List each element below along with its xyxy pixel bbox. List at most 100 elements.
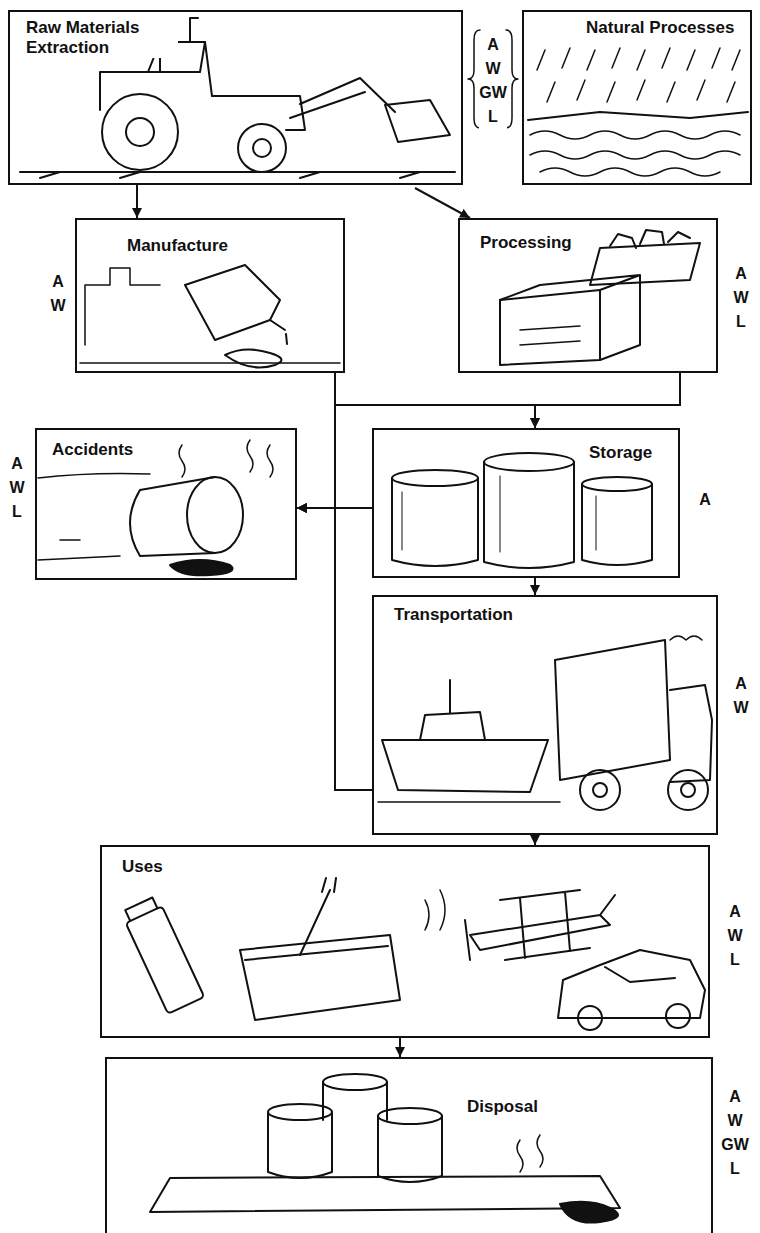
truck-hub	[681, 783, 695, 797]
drum-top	[323, 1074, 387, 1090]
pathway-letters-holder: A W GW L	[471, 33, 515, 129]
pathway-letters-holder: A W L	[719, 262, 760, 334]
flow-arrow	[297, 508, 372, 790]
water	[378, 801, 560, 803]
boat-cabin	[420, 680, 485, 740]
stage-box: Transportation	[372, 595, 718, 835]
stage-box: Accidents	[35, 428, 297, 580]
drum-body	[130, 477, 215, 556]
solvent-tub	[240, 935, 400, 1020]
drum-top	[378, 1108, 442, 1124]
flow-arrow	[534, 578, 536, 595]
leak	[560, 1202, 618, 1223]
flow-arrow	[136, 185, 138, 218]
pathway-letters: A W	[50, 270, 65, 318]
can-cap	[125, 897, 157, 921]
pathway-letters: A W L	[733, 262, 748, 334]
pathway-letters: A W L	[727, 900, 742, 972]
drum-body	[268, 1112, 332, 1178]
stage-box: Disposal	[105, 1057, 713, 1233]
rear-hub	[126, 118, 154, 146]
pathway-letters-holder: A W GW L	[713, 1085, 757, 1181]
pathway-letters: A W L	[9, 452, 24, 524]
truck-hub	[593, 783, 607, 797]
spray-can	[121, 895, 205, 1013]
tank-top	[582, 477, 652, 491]
stage-box: Manufacture	[75, 218, 345, 373]
pathway-letters-holder: A W	[36, 270, 80, 318]
tank-shading	[402, 476, 596, 552]
sketches	[20, 18, 748, 1223]
stage-title: Processing	[478, 233, 574, 253]
road	[38, 474, 150, 561]
stage-box: Storage	[372, 428, 680, 578]
flow-arrow	[399, 1038, 401, 1057]
tank-top	[392, 470, 478, 486]
water	[530, 131, 740, 176]
stage-title: Storage	[587, 443, 654, 463]
loader-bucket	[385, 100, 450, 142]
flow-arrow	[297, 373, 680, 508]
stage-title: Accidents	[50, 440, 135, 460]
truck-wheel	[580, 770, 620, 810]
flow-arrow	[535, 373, 680, 428]
beaker	[185, 265, 280, 340]
boat-hull	[382, 740, 548, 792]
tank	[582, 484, 652, 565]
pathway-letters: A W GW L	[479, 33, 507, 129]
truck-cab	[670, 685, 712, 782]
puddle	[225, 349, 281, 367]
flow-arrow	[415, 188, 470, 218]
loader-arm	[290, 78, 395, 118]
wrench	[300, 878, 336, 955]
pathway-letters-holder: A	[683, 488, 727, 512]
storage-tanks	[392, 453, 652, 568]
stage-title: Manufacture	[125, 236, 230, 256]
pathway-letters: A W GW L	[721, 1085, 749, 1181]
pathway-letters: A W	[733, 672, 748, 720]
machine-side	[500, 275, 640, 360]
spill	[170, 560, 233, 575]
tank-top	[484, 453, 574, 471]
car-wheel	[578, 1006, 602, 1030]
uses-sketches	[121, 878, 705, 1030]
left-brace	[468, 30, 480, 128]
flow-arrow	[534, 835, 536, 845]
motion-lines	[425, 890, 445, 930]
river-bank	[528, 112, 748, 120]
stage-box: Uses	[100, 845, 710, 1038]
stage-title: Disposal	[465, 1097, 540, 1117]
ground	[20, 172, 455, 178]
fumes	[179, 440, 273, 477]
stage-box: Natural Processes	[522, 10, 752, 185]
front-wheel	[238, 124, 286, 172]
rain-and-water	[528, 48, 748, 176]
slab	[150, 1176, 620, 1212]
machine-detail	[520, 326, 580, 345]
floor	[80, 362, 340, 364]
waste-drums	[150, 1074, 620, 1223]
tank	[392, 478, 478, 566]
front-hub	[253, 139, 271, 157]
biplane	[465, 890, 615, 960]
tank	[484, 462, 574, 568]
stage-title: Raw Materials Extraction	[24, 18, 178, 58]
pathway-letters: A	[699, 488, 711, 512]
exhaust-pipe	[190, 18, 198, 42]
drum-body	[378, 1116, 442, 1182]
machine-front	[500, 290, 600, 365]
drum-top	[268, 1104, 332, 1120]
can-body	[126, 906, 205, 1014]
hopper	[590, 243, 700, 285]
car-wheel	[666, 1004, 690, 1028]
pathway-letters-holder: A W	[719, 672, 760, 720]
truck-cargo	[555, 640, 670, 780]
stage-title: Transportation	[392, 605, 515, 625]
overturned-drum	[38, 440, 273, 575]
flow-arrow	[297, 373, 335, 508]
boat-and-truck	[378, 636, 712, 810]
truck-wheel	[668, 770, 708, 810]
